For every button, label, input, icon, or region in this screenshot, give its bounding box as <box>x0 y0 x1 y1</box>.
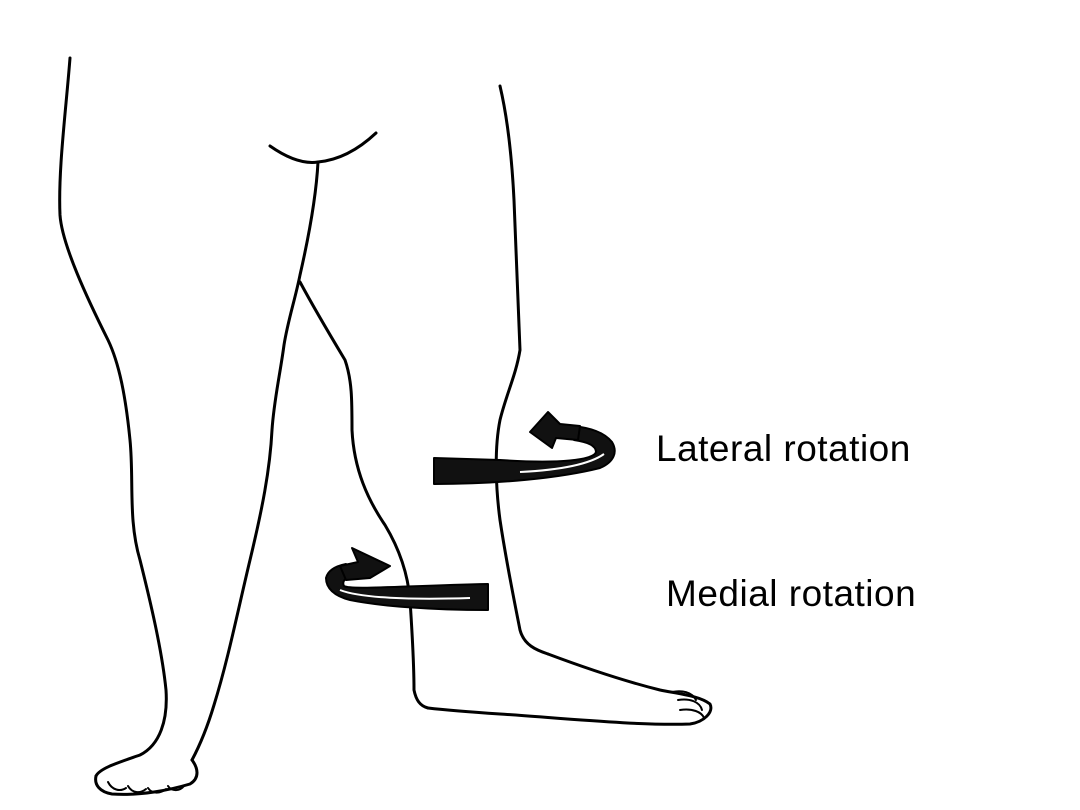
left-leg-inner-contour <box>190 160 320 762</box>
right-leg <box>298 84 713 726</box>
lateral-rotation-label: Lateral rotation <box>656 428 911 469</box>
groin-curve <box>268 131 378 164</box>
lateral-band <box>433 425 616 485</box>
left-leg <box>58 56 378 796</box>
medial-rotation-arrow-icon <box>325 547 489 611</box>
left-foot-toes <box>107 781 185 794</box>
lateral-rotation-arrow-icon <box>433 411 616 485</box>
medial-arrowhead <box>339 547 391 581</box>
right-leg-outer-contour <box>494 84 550 656</box>
medial-rotation-label: Medial rotation <box>666 573 917 614</box>
right-foot <box>426 652 713 726</box>
right-foot-toes <box>671 690 705 719</box>
left-leg-outer-contour <box>58 56 168 778</box>
right-leg-inner-contour <box>298 280 430 710</box>
lateral-arrowhead <box>529 411 581 449</box>
